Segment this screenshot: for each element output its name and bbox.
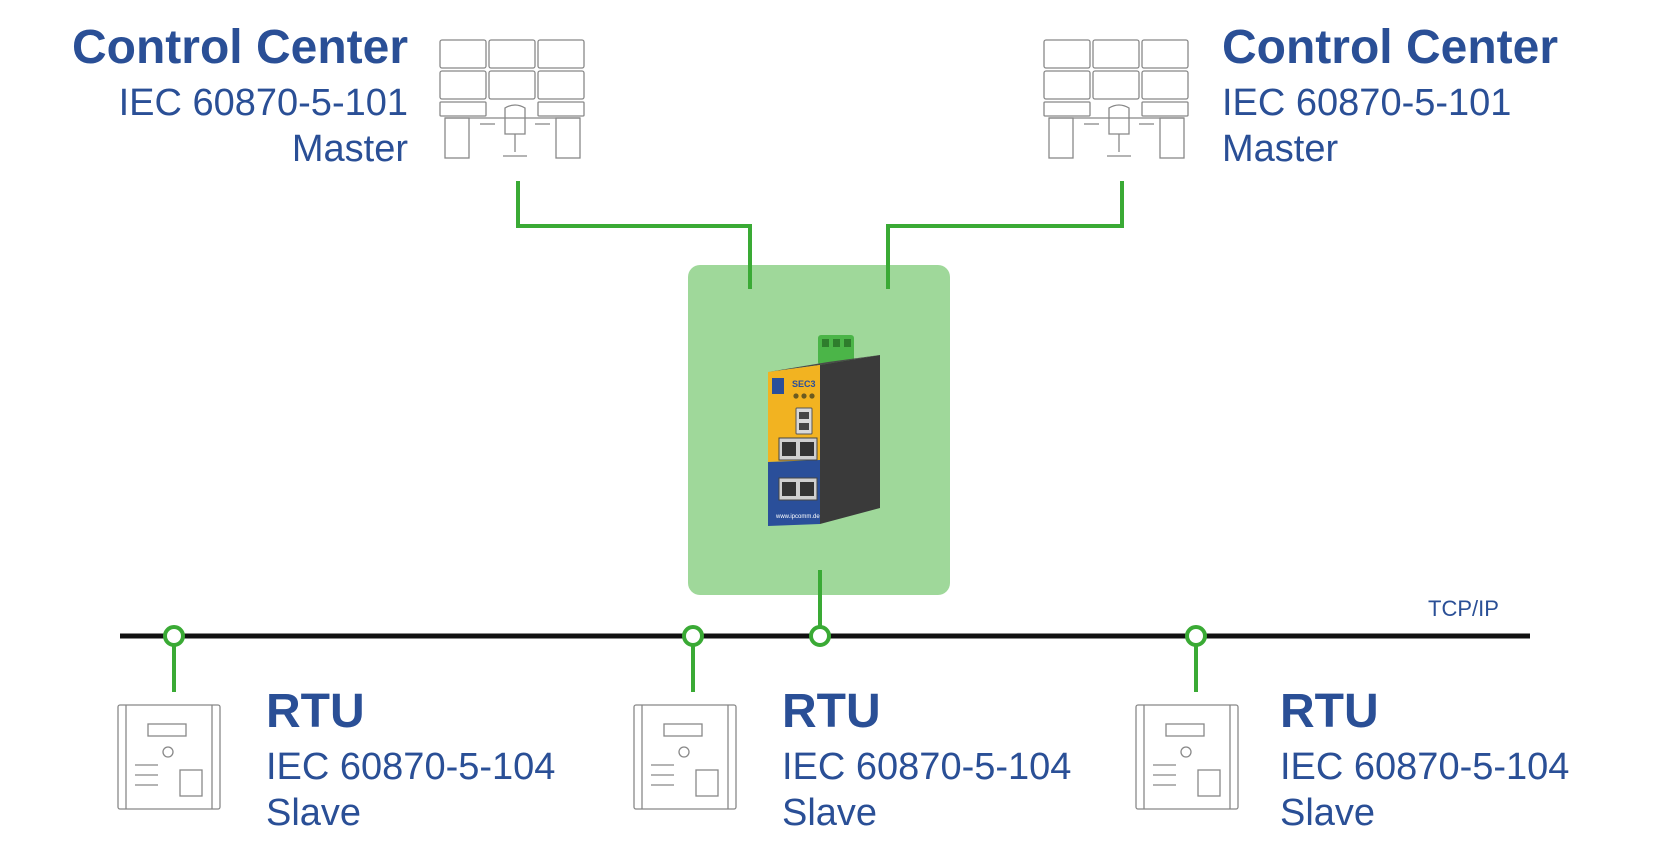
link-control-center-left: [516, 181, 752, 289]
gateway-url-label: www.ipcomm.de: [775, 514, 820, 520]
bus-node-rtu-2: [682, 625, 704, 647]
gateway-device-icon: [768, 335, 880, 526]
bus-node-rtu-1: [163, 625, 185, 647]
control-center-title: Control Center: [72, 21, 408, 74]
rtu-role: Slave: [1280, 792, 1376, 835]
protection-relay-icon: [633, 704, 737, 810]
protection-relay-icon: [1135, 704, 1239, 810]
link-control-center-right: [886, 181, 1124, 289]
control-room-workstation-icon: [1043, 39, 1189, 159]
rtu-title: RTU: [266, 685, 365, 738]
network-label: TCP/IP: [1428, 596, 1499, 621]
rtu-title: RTU: [782, 685, 881, 738]
rtu-1-label: RTU IEC 60870-5-104 Slave: [266, 688, 555, 837]
rtu-protocol: IEC 60870-5-104: [782, 746, 1072, 788]
control-center-right-label: Control Center IEC 60870-5-101 Master: [1222, 24, 1558, 173]
rtu-2-label: RTU IEC 60870-5-104 Slave: [782, 688, 1071, 837]
gateway-model-label: SEC3: [792, 379, 816, 389]
control-center-left-label: Control Center IEC 60870-5-101 Master: [72, 24, 408, 173]
rtu-role: Slave: [266, 792, 362, 835]
control-center-role: Master: [1222, 128, 1339, 171]
rtu-protocol: IEC 60870-5-104: [266, 746, 556, 788]
protection-relay-icon: [117, 704, 221, 810]
rtu-protocol: IEC 60870-5-104: [1280, 746, 1570, 788]
bus-node-gateway: [809, 625, 831, 647]
rtu-3-label: RTU IEC 60870-5-104 Slave: [1280, 688, 1569, 837]
control-center-title: Control Center: [1222, 21, 1558, 74]
bus-node-rtu-3: [1185, 625, 1207, 647]
control-center-protocol: IEC 60870-5-101: [118, 82, 408, 124]
rtu-title: RTU: [1280, 685, 1379, 738]
rtu-role: Slave: [782, 792, 878, 835]
control-center-role: Master: [291, 128, 408, 171]
control-room-workstation-icon: [439, 39, 585, 159]
control-center-protocol: IEC 60870-5-101: [1222, 82, 1512, 124]
